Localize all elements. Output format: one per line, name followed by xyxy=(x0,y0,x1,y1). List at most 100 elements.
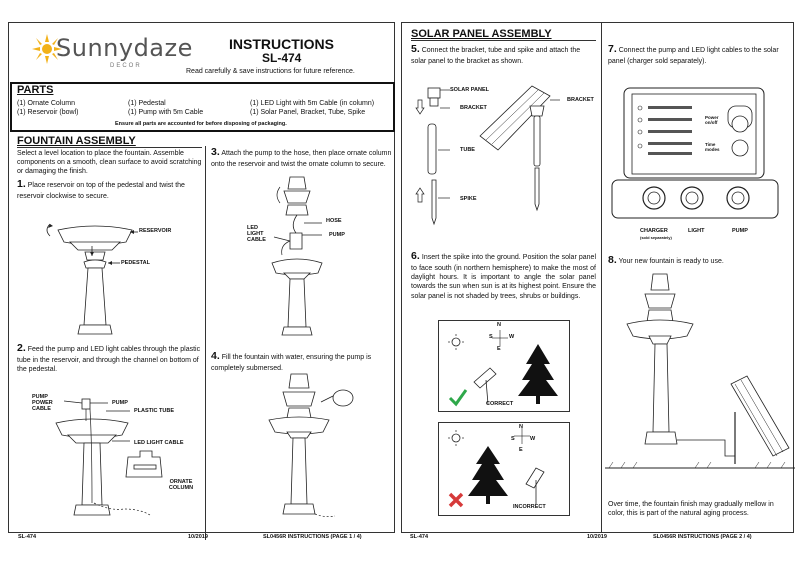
right-column-divider xyxy=(601,22,602,533)
label-led-light-cable: LED LIGHT CABLE xyxy=(247,225,266,244)
label-plastic-tube: PLASTIC TUBE xyxy=(134,408,175,414)
check-icon xyxy=(448,389,468,407)
correct-illustration xyxy=(448,330,558,407)
part-item: (1) Pedestal xyxy=(128,100,166,107)
tree-icon xyxy=(468,446,508,496)
footer-left-page: SL0456R INSTRUCTIONS (PAGE 1 / 4) xyxy=(263,534,362,540)
solar-title: SOLAR PANEL ASSEMBLY xyxy=(411,28,552,40)
step4: 4. Fill the fountain with water, ensurin… xyxy=(211,350,396,373)
left-page-frame xyxy=(8,22,395,533)
step4-illustration xyxy=(268,373,354,518)
sun-icon xyxy=(451,433,461,443)
part-item: (1) Reservoir (bowl) xyxy=(17,109,79,117)
part-item: (1) Pump with 5m Cable xyxy=(128,109,204,117)
compass-n: N xyxy=(497,322,501,328)
compass-w: W xyxy=(530,436,536,442)
label-spike: SPIKE xyxy=(460,196,477,202)
step6: 6. Insert the spike into the ground. Pos… xyxy=(411,250,596,301)
step-number: 7. xyxy=(608,43,617,55)
step3: 3. Attach the pump to the hose, then pla… xyxy=(211,146,396,169)
step5-illustration xyxy=(415,85,560,226)
step-number: 1. xyxy=(17,178,26,190)
label-charger-note: (sold separately) xyxy=(640,235,672,240)
compass-e: E xyxy=(519,447,523,453)
brand-name: Sunnydaze xyxy=(56,34,193,62)
tagline: Read carefully & save instructions for f… xyxy=(186,68,355,75)
label-tube: TUBE xyxy=(460,147,475,153)
step-text: Insert the spike into the ground. Positi… xyxy=(411,254,596,300)
logo: Sunnydaze DECOR xyxy=(30,30,193,80)
parts-col2: (1) Pedestal (1) Pump with 5m Cable xyxy=(128,99,203,118)
label-charger: CHARGER xyxy=(640,228,668,234)
compass-n: N xyxy=(519,424,523,430)
incorrect-box xyxy=(438,422,570,516)
cross-icon xyxy=(448,492,464,508)
step7-illustration xyxy=(611,87,779,219)
sun-icon xyxy=(451,337,461,347)
part-item: (1) LED Light with 5m Cable (in column) xyxy=(250,100,375,107)
label-pump: PUMP xyxy=(329,232,345,238)
part-item: (1) Ornate Column xyxy=(17,100,75,107)
label-pump-power-cable: PUMP POWER CABLE xyxy=(32,394,53,413)
aging-note: Over time, the fountain finish may gradu… xyxy=(608,501,774,518)
step7: 7. Connect the pump and LED light cables… xyxy=(608,43,788,66)
step-number: 5. xyxy=(411,43,420,55)
solar-title-rule xyxy=(411,40,596,41)
step-text: Connect the pump and LED light cables to… xyxy=(608,47,779,65)
part-item: (1) Solar Panel, Bracket, Tube, Spike xyxy=(250,109,366,117)
label-incorrect: INCORRECT xyxy=(513,504,546,510)
step-text: Your new fountain is ready to use. xyxy=(618,258,724,265)
compass-e: E xyxy=(497,346,501,352)
parts-col3: (1) LED Light with 5m Cable (in column) … xyxy=(250,99,374,118)
step-text: Attach the pump to the hose, then place … xyxy=(211,150,392,168)
parts-title: PARTS xyxy=(17,84,54,96)
step1-illustration xyxy=(46,223,138,335)
footer-right-date: 10/2019 xyxy=(587,534,607,540)
step-number: 4. xyxy=(211,350,220,362)
footer-right-page: SL0456R INSTRUCTIONS (PAGE 2 / 4) xyxy=(653,534,752,540)
label-pedestal: PEDESTAL xyxy=(121,260,150,266)
model-number: SL-474 xyxy=(262,51,302,65)
right-page-frame xyxy=(401,22,794,533)
parts-col1: (1) Ornate Column (1) Reservoir (bowl) xyxy=(17,99,78,118)
parts-box xyxy=(10,82,395,132)
label-time: Time modes xyxy=(705,142,720,152)
step-number: 2. xyxy=(17,342,26,354)
footer-left-date: 10/2019 xyxy=(188,534,208,540)
parts-note: Ensure all parts are accounted for befor… xyxy=(115,121,287,127)
label-correct: CORRECT xyxy=(486,401,514,407)
fountain-intro: Select a level location to place the fou… xyxy=(17,150,202,176)
step-number: 8. xyxy=(608,254,617,266)
tree-icon xyxy=(518,344,558,396)
label-pump: PUMP xyxy=(732,228,748,234)
brand-sub: DECOR xyxy=(110,63,142,69)
label-solar-panel: SOLAR PANEL xyxy=(450,87,490,93)
label-pump: PUMP xyxy=(112,400,128,406)
step-number: 6. xyxy=(411,250,420,262)
footer-right-model: SL-474 xyxy=(410,534,429,540)
compass-s: S xyxy=(489,334,493,340)
incorrect-illustration xyxy=(448,428,545,508)
step-text: Connect the bracket, tube and spike and … xyxy=(411,47,581,65)
label-ornate-column: ORNATE COLUMN xyxy=(168,479,194,492)
step3-illustration xyxy=(271,176,323,336)
label-light: LIGHT xyxy=(688,228,705,234)
label-hose: HOSE xyxy=(326,218,342,224)
fountain-title: FOUNTAIN ASSEMBLY xyxy=(17,135,136,147)
compass-w: W xyxy=(509,334,515,340)
step8: 8. Your new fountain is ready to use. xyxy=(608,254,788,268)
fountain-title-rule xyxy=(17,147,202,148)
label-led-light-cable: LED LIGHT CABLE xyxy=(134,440,184,446)
column-divider xyxy=(205,146,206,540)
step-text: Place reservoir on top of the pedestal a… xyxy=(17,182,185,200)
compass-s: S xyxy=(511,436,515,442)
label-reservoir: RESERVOIR xyxy=(139,228,172,234)
label-bracket-right: BRACKET xyxy=(567,97,594,103)
step8-illustration xyxy=(605,273,795,469)
label-power: Power on/off xyxy=(705,115,719,125)
page-title: INSTRUCTIONS xyxy=(229,36,334,52)
sun-logo-icon xyxy=(32,34,62,64)
step1: 1. Place reservoir on top of the pedesta… xyxy=(17,178,202,201)
footer-left-model: SL-474 xyxy=(18,534,37,540)
step-text: Feed the pump and LED light cables throu… xyxy=(17,346,201,374)
